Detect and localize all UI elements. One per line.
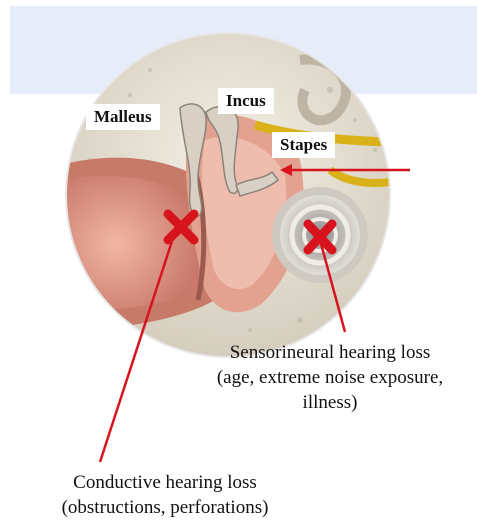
sensorineural-detail-cont: illness) xyxy=(185,390,475,415)
incus-label: Incus xyxy=(218,88,274,114)
ear-cross-section xyxy=(60,30,400,360)
sensorineural-caption: Sensorineural hearing loss (age, extreme… xyxy=(185,340,475,415)
conductive-detail: (obstructions, perforations) xyxy=(20,495,310,520)
sensorineural-title: Sensorineural hearing loss xyxy=(185,340,475,365)
conductive-title: Conductive hearing loss xyxy=(20,470,310,495)
conductive-caption: Conductive hearing loss (obstructions, p… xyxy=(20,470,310,520)
sensorineural-detail: (age, extreme noise exposure, xyxy=(185,365,475,390)
stapes-label: Stapes xyxy=(272,132,335,158)
malleus-label: Malleus xyxy=(86,104,160,130)
